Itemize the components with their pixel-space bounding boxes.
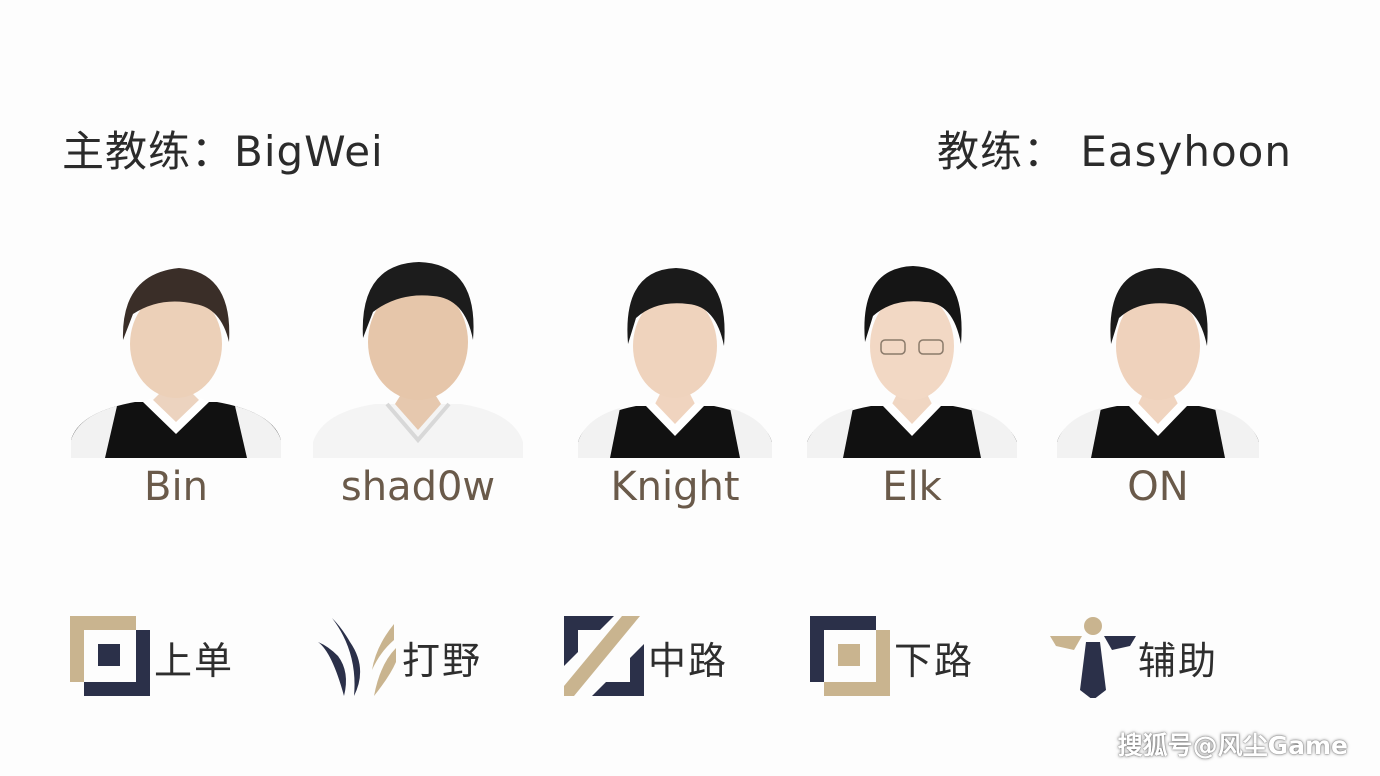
player-name: ON (1127, 464, 1189, 510)
role-jungle: 打野 (314, 608, 514, 698)
player-card-elk: Elk (792, 262, 1032, 522)
player-name: Knight (610, 464, 740, 510)
jungle-icon (318, 618, 396, 696)
player-name: shad0w (340, 464, 496, 510)
role-label: 下路 (894, 639, 975, 683)
player-portrait (313, 262, 523, 458)
role-label: 打野 (402, 639, 483, 683)
role-mid: 中路 (560, 608, 760, 698)
player-portrait (578, 268, 772, 458)
assistant-coach-label: 教练： Easyhoon (937, 127, 1292, 176)
player-card-bin: Bin (56, 262, 296, 522)
top-lane-icon (70, 616, 150, 696)
watermark: 搜狐号@风尘Game (1117, 731, 1348, 760)
player-roster: Bin shad0w Knight (0, 262, 1380, 522)
role-label: 中路 (648, 639, 729, 683)
player-card-on: ON (1038, 262, 1278, 522)
role-label: 辅助 (1138, 639, 1219, 683)
support-icon (1050, 617, 1136, 698)
role-legend: 上单 打野 中路 下路 辅助 (0, 608, 1380, 703)
player-name: Elk (882, 464, 942, 510)
player-portrait (71, 268, 281, 458)
player-card-knight: Knight (555, 262, 795, 522)
player-portrait (1057, 268, 1259, 458)
role-support: 辅助 (1050, 608, 1250, 698)
player-card-shad0w: shad0w (298, 262, 538, 522)
mid-lane-icon (564, 616, 644, 696)
player-name: Bin (144, 464, 208, 510)
role-top: 上单 (66, 608, 266, 698)
role-label: 上单 (154, 639, 235, 683)
role-bot: 下路 (806, 608, 1006, 698)
player-portrait (807, 266, 1017, 458)
bot-lane-icon (810, 616, 890, 696)
head-coach-label: 主教练：BigWei (62, 127, 384, 176)
